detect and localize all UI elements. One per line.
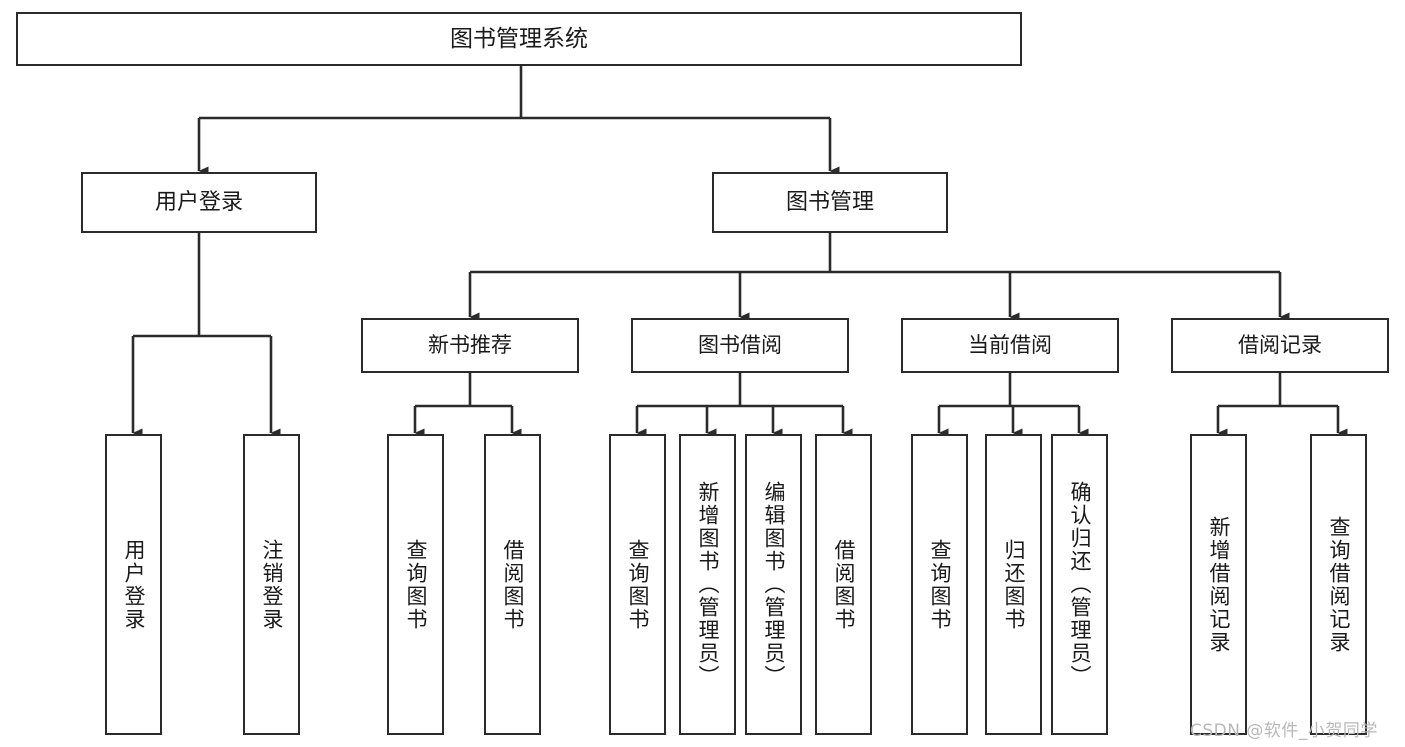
leaf-node-leaf-query-record[interactable]: 查询借阅记录 — [1310, 434, 1367, 735]
leaf-node-leaf-user-logout[interactable]: 注销登录 — [243, 434, 300, 735]
node-label: 编辑图书（管理员） — [762, 481, 786, 688]
node-label: 借阅图书 — [501, 538, 525, 631]
leaf-node-leaf-query-book-3[interactable]: 查询图书 — [911, 434, 968, 735]
node-label: 图书借阅 — [698, 333, 782, 358]
node-label: 新书推荐 — [428, 333, 512, 358]
leaf-node-leaf-query-book-1[interactable]: 查询图书 — [387, 434, 444, 735]
node-label: 新增图书（管理员） — [696, 481, 720, 688]
node-current-borrow[interactable]: 当前借阅 — [901, 318, 1119, 373]
leaf-node-leaf-borrow-book-1[interactable]: 借阅图书 — [484, 434, 541, 735]
node-label: 用户登录 — [122, 538, 146, 631]
node-label: 查询借阅记录 — [1327, 515, 1351, 654]
node-book-borrow[interactable]: 图书借阅 — [631, 318, 849, 373]
node-new-book-rec[interactable]: 新书推荐 — [361, 318, 579, 373]
node-label: 借阅图书 — [832, 538, 856, 631]
leaf-node-leaf-query-book-2[interactable]: 查询图书 — [609, 434, 666, 735]
node-root[interactable]: 图书管理系统 — [16, 12, 1022, 66]
node-label: 归还图书 — [1002, 538, 1026, 631]
leaf-node-leaf-return-book[interactable]: 归还图书 — [985, 434, 1042, 735]
node-label: 查询图书 — [626, 538, 650, 631]
node-borrow-record[interactable]: 借阅记录 — [1171, 318, 1389, 373]
node-label: 确认归还（管理员） — [1068, 481, 1092, 688]
node-label: 查询图书 — [404, 538, 428, 631]
node-label: 借阅记录 — [1238, 333, 1322, 358]
node-label: 新增借阅记录 — [1207, 515, 1231, 654]
node-label: 图书管理 — [785, 189, 874, 215]
node-label: 注销登录 — [260, 538, 284, 631]
node-user-login[interactable]: 用户登录 — [81, 172, 317, 233]
leaf-node-leaf-add-book[interactable]: 新增图书（管理员） — [679, 434, 736, 735]
node-book-manage[interactable]: 图书管理 — [712, 172, 948, 233]
csdn-watermark: CSDN @软件_小贺同学 — [1190, 721, 1378, 741]
leaf-node-leaf-add-record[interactable]: 新增借阅记录 — [1190, 434, 1247, 735]
node-label: 当前借阅 — [968, 333, 1052, 358]
node-label: 图书管理系统 — [450, 25, 588, 52]
leaf-node-leaf-borrow-book-2[interactable]: 借阅图书 — [815, 434, 872, 735]
node-label: 查询图书 — [928, 538, 952, 631]
leaf-node-leaf-confirm-return[interactable]: 确认归还（管理员） — [1051, 434, 1108, 735]
leaf-node-leaf-user-login[interactable]: 用户登录 — [105, 434, 162, 735]
node-label: 用户登录 — [154, 189, 243, 215]
leaf-node-leaf-edit-book[interactable]: 编辑图书（管理员） — [745, 434, 802, 735]
